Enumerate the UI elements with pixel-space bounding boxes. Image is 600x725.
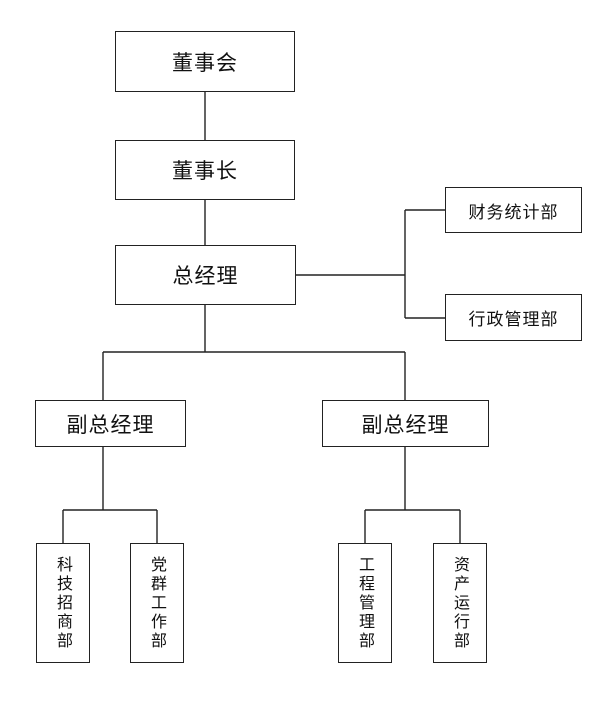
admin-dept-box: 行政管理部 — [445, 294, 582, 341]
chairman-label: 董事长 — [172, 159, 238, 183]
board-label: 董事会 — [172, 50, 238, 75]
board-box: 董事会 — [115, 31, 295, 92]
deputy-left-label: 副总经理 — [66, 412, 155, 437]
asset-operations-dept-label: 资产运行部 — [451, 555, 470, 651]
general-manager-box: 总经理 — [115, 245, 296, 305]
finance-dept-box: 财务统计部 — [445, 187, 582, 233]
deputy-right-label: 副总经理 — [361, 412, 450, 437]
general-manager-label: 总经理 — [172, 264, 239, 288]
admin-dept-label: 行政管理部 — [468, 310, 559, 330]
engineering-dept-box: 工程管理部 — [338, 543, 392, 663]
party-affairs-dept-label: 党群工作部 — [148, 555, 167, 651]
deputy-left-box: 副总经理 — [35, 400, 186, 447]
deputy-right-box: 副总经理 — [322, 400, 489, 447]
tech-investment-dept-label: 科技招商部 — [54, 555, 73, 651]
asset-operations-dept-box: 资产运行部 — [433, 543, 487, 663]
chairman-box: 董事长 — [115, 140, 295, 200]
tech-investment-dept-box: 科技招商部 — [36, 543, 90, 663]
finance-dept-label: 财务统计部 — [468, 202, 559, 223]
engineering-dept-label: 工程管理部 — [356, 555, 375, 651]
party-affairs-dept-box: 党群工作部 — [130, 543, 184, 663]
